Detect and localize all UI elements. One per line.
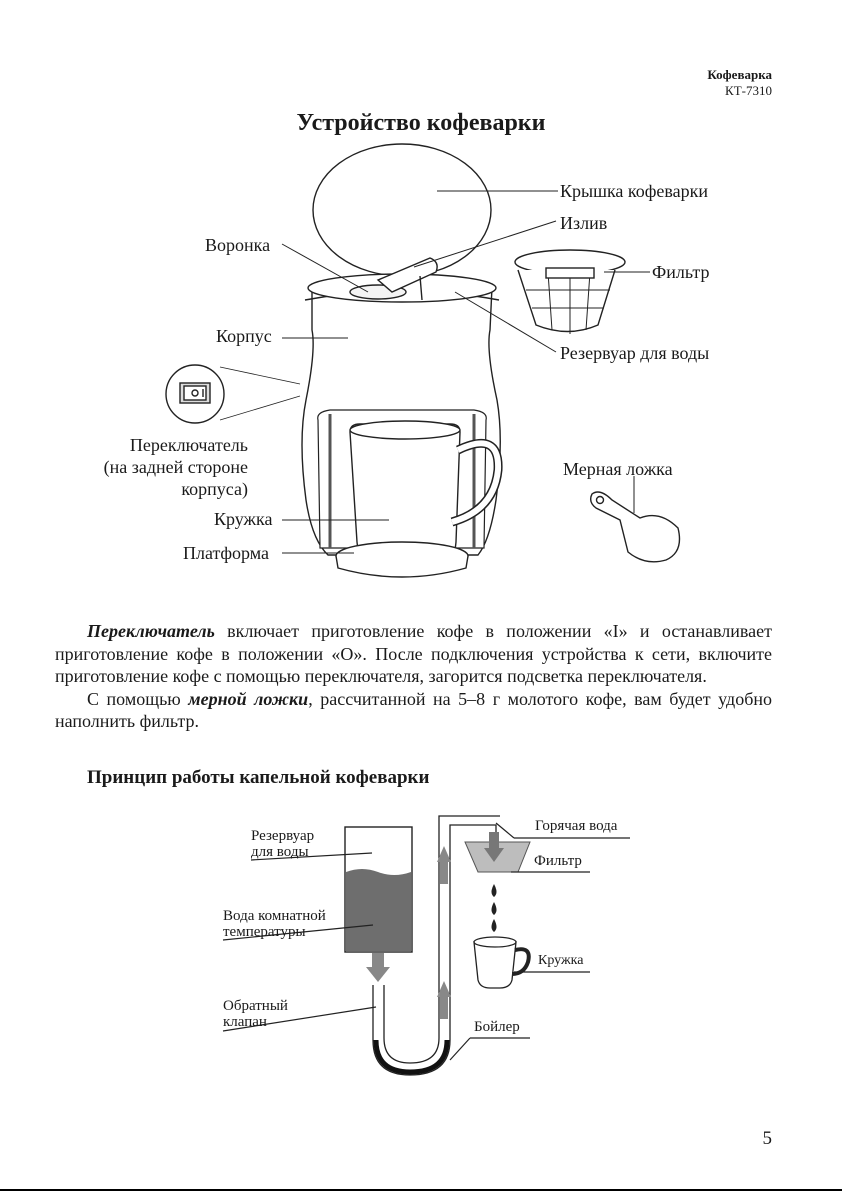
label-platform: Платформа bbox=[183, 543, 270, 563]
label-switch-line1: Переключатель bbox=[129, 435, 248, 455]
label-room-water-line1: Вода комнатной bbox=[223, 908, 326, 924]
label-check-valve: Обратный клапан bbox=[223, 998, 288, 1030]
label-switch: Переключатель (на задней стороне корпуса… bbox=[80, 434, 248, 500]
filter-shape bbox=[514, 249, 626, 334]
label-room-water-line2: температуры bbox=[223, 924, 306, 940]
label-reservoir-2-line2: для воды bbox=[251, 844, 309, 860]
tank-water bbox=[346, 869, 411, 951]
label-switch-line3: корпуса) bbox=[181, 479, 248, 499]
label-spout: Излив bbox=[560, 213, 608, 233]
label-reservoir-2-line1: Резервуар bbox=[251, 828, 315, 844]
label-reservoir-2: Резервуар для воды bbox=[251, 828, 314, 860]
drip-mug-shape bbox=[473, 936, 531, 989]
label-hot-water: Горячая вода bbox=[535, 818, 618, 834]
term-switch: Переключатель bbox=[87, 621, 215, 641]
paragraph-spoon-text: , рассчитанной на 5–8 г молотого кофе, в… bbox=[55, 688, 772, 732]
label-check-valve-line2: клапан bbox=[223, 1014, 267, 1030]
page-number: 5 bbox=[762, 1128, 773, 1149]
header-model: КТ-7310 bbox=[725, 83, 772, 98]
header-product: Кофеварка bbox=[707, 67, 772, 82]
body-text: Переключатель включает приготовление коф… bbox=[55, 620, 772, 733]
paragraph-switch: Переключатель включает приготовление коф… bbox=[55, 620, 772, 688]
coffee-maker-illustration bbox=[165, 143, 681, 578]
page-title: Устройство кофеварки bbox=[296, 110, 546, 136]
bottom-rule bbox=[0, 1189, 842, 1191]
label-boiler: Бойлер bbox=[474, 1019, 520, 1035]
paragraph-spoon: С помощью мерной ложки, рассчитанной на … bbox=[55, 688, 772, 733]
label-lid: Крышка кофеварки bbox=[560, 181, 709, 201]
label-check-valve-line1: Обратный bbox=[223, 998, 288, 1014]
label-body: Корпус bbox=[216, 326, 272, 346]
label-drip-mug: Кружка bbox=[538, 953, 584, 968]
label-reservoir: Резервуар для воды bbox=[560, 343, 710, 363]
paragraph-spoon-start: С помощью bbox=[87, 688, 189, 709]
spout-shape bbox=[376, 257, 438, 293]
paragraph-switch-text: включает приготовление кофе в положении … bbox=[55, 621, 772, 686]
label-funnel: Воронка bbox=[205, 235, 271, 255]
section-title: Принцип работы капельной кофеварки bbox=[87, 767, 430, 788]
term-spoon: мерной ложки bbox=[188, 688, 309, 709]
label-drip-filter: Фильтр bbox=[534, 853, 582, 869]
label-spoon: Мерная ложка bbox=[563, 459, 673, 479]
label-room-water: Вода комнатной температуры bbox=[223, 908, 326, 940]
spoon-shape bbox=[589, 491, 681, 563]
label-switch-line2: (на задней стороне bbox=[103, 457, 248, 477]
running-header: Кофеварка КТ-7310 bbox=[707, 67, 772, 99]
label-filter: Фильтр bbox=[652, 262, 710, 282]
label-mug: Кружка bbox=[214, 509, 273, 529]
